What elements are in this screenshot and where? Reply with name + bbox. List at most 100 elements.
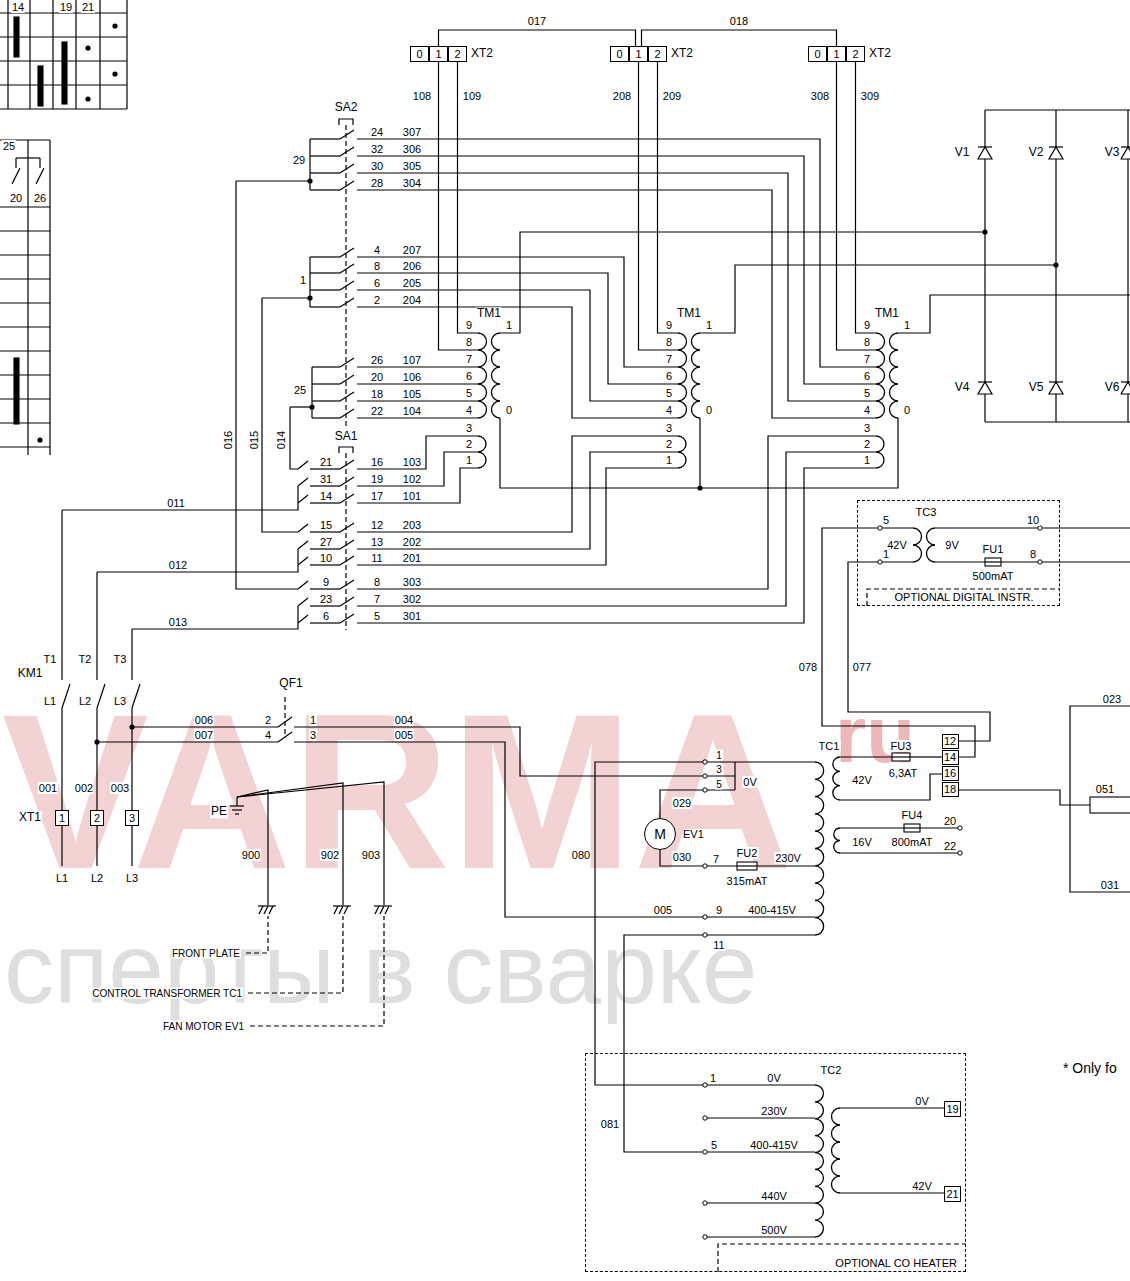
- wire: [310, 289, 340, 290]
- junction-dot: [37, 437, 42, 442]
- terminal-box: 12: [942, 734, 959, 749]
- schematic-label: 9: [863, 319, 871, 331]
- schematic-label: 11: [712, 939, 725, 951]
- ground-symbol: [259, 906, 263, 914]
- schematic-label: 25: [293, 384, 307, 396]
- schematic-label: 5: [665, 387, 673, 399]
- junction-dot: [94, 739, 99, 744]
- schematic-label: V6: [1104, 381, 1121, 394]
- table-line: [0, 446, 50, 447]
- schematic-label: 013: [168, 616, 188, 628]
- wire: [236, 180, 310, 181]
- wire: [310, 256, 340, 257]
- schematic-label: 029: [672, 797, 692, 809]
- schematic-label: 5: [465, 387, 473, 399]
- wire: [312, 366, 340, 367]
- schematic-label: 1: [309, 714, 317, 726]
- schematic-label: 304: [402, 177, 422, 189]
- schematic-label: 302: [402, 593, 422, 605]
- table-line: [7, 0, 8, 109]
- schematic-label: 900: [241, 849, 261, 861]
- schematic-label: 1: [465, 454, 473, 466]
- wire: [595, 762, 815, 1085]
- schematic-label: 0: [705, 404, 713, 416]
- wire: [131, 708, 132, 810]
- schematic-label: 14: [11, 1, 25, 13]
- schematic-label: 307: [402, 126, 422, 138]
- schematic-label: TC2: [820, 1064, 843, 1076]
- node-text: 19: [946, 1104, 958, 1115]
- contact-blade: [298, 541, 308, 549]
- wire: [15, 158, 16, 168]
- schematic-label: 15: [319, 519, 333, 531]
- wire: [310, 485, 340, 486]
- schematic-label: 208: [612, 90, 632, 102]
- schematic-label: 23: [319, 593, 333, 605]
- schematic-label: 5: [863, 387, 871, 399]
- schematic-label: 6: [863, 370, 871, 382]
- schematic-label: 3: [465, 422, 473, 434]
- schematic-label: 20: [370, 371, 384, 383]
- mechanical-link: [345, 125, 346, 428]
- schematic-label: TM1: [874, 307, 900, 320]
- schematic-label: 6,3AT: [888, 767, 919, 779]
- wire: [290, 407, 298, 469]
- wire: [310, 564, 340, 565]
- node-text: 2: [454, 49, 460, 60]
- node-text: 2: [852, 49, 858, 60]
- schematic-label: 0: [903, 404, 911, 416]
- schematic-label: 104: [402, 405, 422, 417]
- schematic-label: 4: [863, 404, 871, 416]
- junction-dot: [112, 23, 117, 28]
- wire: [61, 708, 62, 810]
- module-outline: [718, 1244, 966, 1272]
- schematic-label: 22: [370, 405, 384, 417]
- wire: [97, 741, 278, 742]
- table-line: [49, 140, 50, 455]
- wire: [262, 298, 298, 532]
- module-outline: [867, 589, 1060, 606]
- schematic-label: 7: [373, 593, 381, 605]
- schematic-label: 2: [264, 714, 272, 726]
- node-text: 1: [833, 49, 839, 60]
- schematic-label: 6: [465, 370, 473, 382]
- schematic-label: 206: [402, 260, 422, 272]
- schematic-label: 2: [373, 294, 381, 306]
- node-text: 1: [435, 49, 441, 60]
- wire: [1001, 561, 1130, 562]
- terminal-box: 19: [944, 1101, 961, 1117]
- node-text: 2: [94, 813, 100, 824]
- contact-blade: [340, 130, 354, 139]
- schematic-label: 202: [402, 536, 422, 548]
- schematic-label: 7: [712, 853, 720, 865]
- switch-handle: [339, 447, 353, 453]
- contact-blade: [298, 615, 308, 623]
- transformer-coil: [913, 528, 922, 562]
- schematic-label: 308: [810, 90, 830, 102]
- schematic-label: 42V: [851, 774, 873, 786]
- terminal-symbol: [703, 1083, 707, 1087]
- ground-symbol: [380, 906, 384, 914]
- schematic-label: 32: [370, 143, 384, 155]
- table-line: [0, 350, 50, 351]
- schematic-label: 2: [665, 438, 673, 450]
- node-text: 0: [814, 49, 820, 60]
- table-line: [29, 0, 30, 109]
- schematic-label: 303: [402, 576, 422, 588]
- junction-dot: [112, 71, 117, 76]
- schematic-label: 023: [1102, 693, 1122, 705]
- schematic-label: 8: [665, 336, 673, 348]
- wire: [639, 62, 679, 350]
- schematic-label: 903: [361, 849, 381, 861]
- fan-motor-symbol: MEV1: [644, 818, 676, 850]
- schematic-label: 5: [710, 1139, 718, 1151]
- table-line: [52, 0, 53, 109]
- node-text: OPTIONAL CO HEATER: [835, 1258, 957, 1269]
- schematic-label: 9: [465, 319, 473, 331]
- transformer-coil: [890, 333, 899, 418]
- schematic-label: 201: [402, 552, 422, 564]
- schematic-label: 6: [665, 370, 673, 382]
- mechanical-link: [345, 453, 346, 630]
- table-line: [126, 0, 127, 109]
